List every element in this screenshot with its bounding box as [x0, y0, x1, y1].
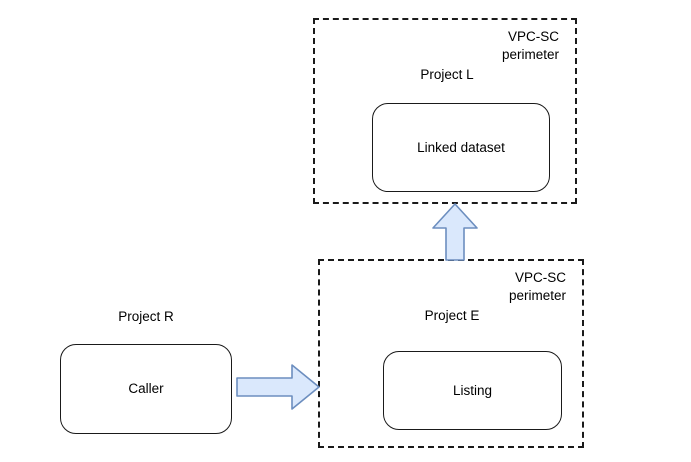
arrow-right-shape [236, 364, 320, 410]
node-listing[interactable]: Listing [383, 351, 562, 430]
vpc-sc-perimeter-project-e: VPC-SC perimeter Project E Listing [318, 259, 584, 448]
node-linked-dataset-label: Linked dataset [417, 139, 505, 155]
arrow-up-shape [432, 203, 478, 261]
node-linked-dataset[interactable]: Linked dataset [372, 103, 550, 192]
arrow-listing-to-linked-dataset-icon [432, 203, 478, 261]
node-listing-label: Listing [452, 382, 493, 398]
perimeter-label-project-l: VPC-SC perimeter [501, 29, 559, 62]
node-caller[interactable]: Caller [60, 344, 232, 434]
project-label-e: Project E [424, 308, 480, 323]
project-label-r: Project R [118, 309, 174, 324]
arrow-caller-to-listing-icon [236, 364, 320, 410]
project-label-l: Project L [420, 67, 474, 82]
perimeter-label-project-e: VPC-SC perimeter [508, 270, 566, 303]
vpc-sc-perimeter-project-l: VPC-SC perimeter Project L Linked datase… [313, 18, 577, 204]
node-caller-label: Caller [128, 381, 164, 396]
